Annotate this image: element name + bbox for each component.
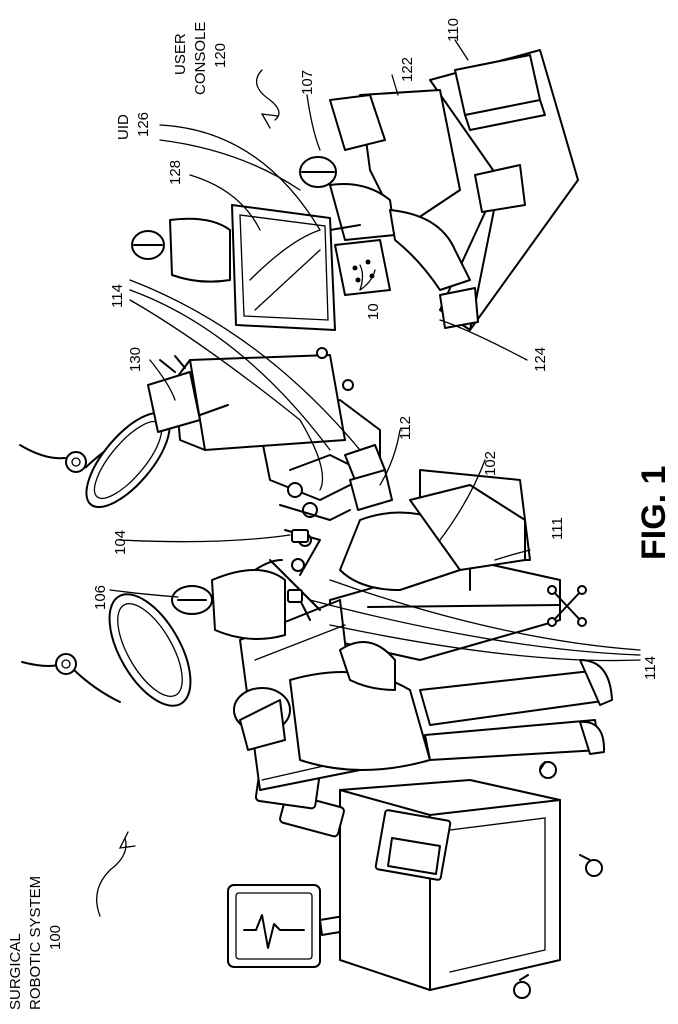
system-label-line1: SURGICAL	[7, 933, 24, 1010]
uid-label-line1: UID	[115, 114, 132, 140]
ref-106: 106	[92, 585, 109, 610]
ref-107: 107	[299, 70, 316, 95]
ref-102: 102	[482, 451, 499, 476]
ref-114-lower: 114	[642, 656, 659, 680]
ref-128: 128	[167, 160, 184, 185]
ref-114-upper: 114	[109, 284, 126, 308]
system-label-line3: 100	[47, 925, 64, 950]
console-label-line3: 120	[212, 43, 229, 68]
ref-104: 104	[112, 530, 129, 555]
ref-122: 122	[399, 57, 416, 82]
uid-label-line2: 126	[135, 112, 152, 137]
ref-10: 10	[365, 303, 382, 320]
bedside-assistant	[172, 560, 285, 639]
system-label-line2: ROBOTIC SYSTEM	[27, 876, 44, 1010]
figure-title: FIG. 1	[635, 466, 673, 560]
ref-130: 130	[127, 347, 144, 372]
ref-111: 111	[549, 517, 566, 540]
ref-112: 112	[397, 416, 414, 440]
ref-110: 110	[445, 18, 462, 42]
console-label-line1: USER	[172, 33, 189, 75]
surgical-scene-drawing	[20, 50, 612, 998]
ref-124: 124	[532, 347, 549, 372]
console-label-line2: CONSOLE	[192, 22, 209, 95]
